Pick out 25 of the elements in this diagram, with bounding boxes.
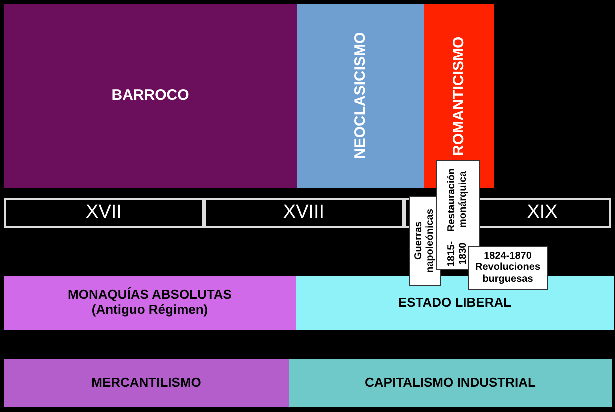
label-text: ESTADO LIBERAL [398,296,512,310]
century-label: XVII [86,202,122,224]
economic-system-band [4,359,289,407]
economic-system-band [289,359,612,407]
label-text: BARROCO [112,87,190,105]
century-box [4,198,204,228]
event-text: Revoluciones burguesas [474,262,542,286]
political-system-band [4,276,296,330]
century-label: XVIII [283,202,325,224]
event-text: Guerras napoleónicas [414,208,436,275]
century-label: XIX [527,202,558,224]
political-system-band [296,276,614,330]
label-text: NEOCLASICISMO [352,32,370,160]
label-text: (Antiguo Régimen) [92,303,208,318]
event-text: 1824-1870 [484,250,532,262]
period-block [297,4,424,188]
label-text: MERCANTILISMO [92,376,202,390]
period-block [4,4,297,188]
label-text: MONAQUÍAS ABSOLUTAS [68,288,232,303]
event-card [468,246,548,290]
label-text: CAPITALISMO INDUSTRIAL [365,376,536,390]
label-text: ROMANTICISMO [450,36,468,156]
event-text: Restauración monárquica [446,167,470,234]
event-text: 1815-1830 [446,240,470,269]
century-box [204,198,404,228]
